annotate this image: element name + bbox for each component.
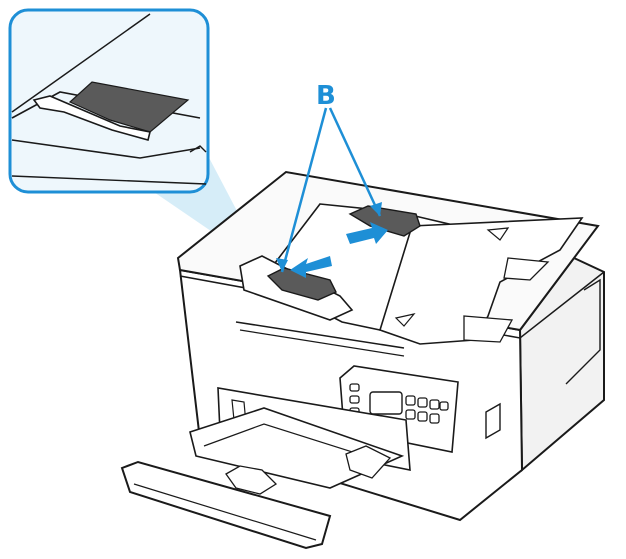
callout-label-b: B [316, 81, 336, 111]
paper-stop [225, 465, 278, 495]
side-panel-detail [565, 278, 601, 385]
pointer-line-upper [328, 107, 382, 217]
pointer-head-lower [276, 258, 288, 272]
inset-detail [11, 13, 207, 185]
pointer-head-upper [370, 202, 382, 216]
front-tray-cover [120, 460, 332, 550]
document-guide-upper [348, 205, 421, 237]
pointer-line-lower [280, 107, 328, 273]
document-tray-extension [379, 217, 584, 345]
lcd-screen [369, 391, 403, 415]
panel-buttons [349, 383, 449, 424]
arrow-slide-up [346, 222, 388, 244]
inset-document-guide [32, 95, 151, 141]
inset-paper [68, 81, 190, 133]
callout-b: B [276, 81, 382, 273]
paper-output-tray [120, 387, 411, 550]
document-feeder [239, 203, 584, 345]
arrow-slide-down [290, 256, 332, 278]
